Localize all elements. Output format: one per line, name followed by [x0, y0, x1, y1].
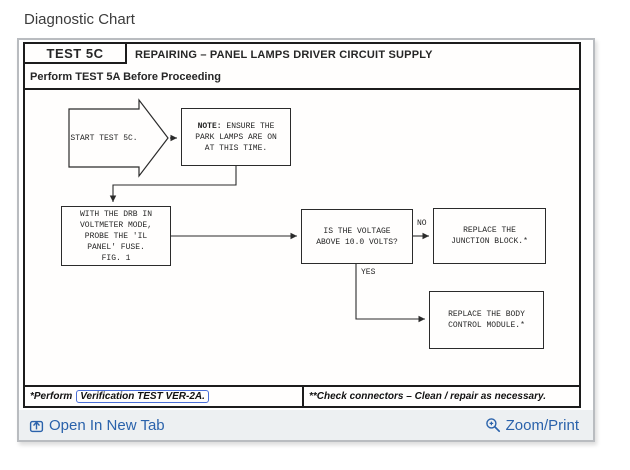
node-start: START TEST 5C. [70, 133, 138, 143]
open-in-new-tab-icon [29, 420, 44, 432]
start-arrow-shape [68, 98, 169, 178]
diagnostic-chart-panel: TEST 5C REPAIRING – PANEL LAMPS DRIVER C… [17, 38, 595, 442]
node-replace-body-control-module: REPLACE THE BODY CONTROL MODULE.* [429, 291, 544, 349]
zoom-magnifier-icon [485, 418, 500, 433]
chart-title: REPAIRING – PANEL LAMPS DRIVER CIRCUIT S… [135, 49, 433, 61]
node-note: NOTE: ENSURE THE PARK LAMPS ARE ON AT TH… [181, 108, 291, 166]
footer-divider [25, 385, 579, 387]
zoom-print-label: Zoom/Print [505, 416, 579, 434]
page-title: Diagnostic Chart [24, 11, 135, 28]
branch-label-yes: YES [360, 268, 377, 277]
node-probe-fuse: WITH THE DRB IN VOLTMETER MODE, PROBE TH… [61, 206, 171, 266]
open-in-new-tab-label: Open In New Tab [49, 416, 165, 434]
footnote-left: *Perform Verification TEST VER-2A. [25, 387, 304, 406]
header-divider [25, 88, 579, 90]
footnote-right: **Check connectors – Clean / repair as n… [309, 391, 546, 402]
footnote-left-prefix: *Perform [30, 391, 73, 402]
open-in-new-tab-link[interactable]: Open In New Tab [29, 417, 165, 434]
flowchart-connectors [68, 98, 429, 323]
test-id-box: TEST 5C [25, 44, 127, 64]
note-label: NOTE: [197, 121, 222, 131]
zoom-print-link[interactable]: Zoom/Print [485, 417, 579, 434]
branch-label-no: NO [416, 219, 428, 228]
node-voltage-question: IS THE VOLTAGE ABOVE 10.0 VOLTS? [301, 209, 413, 264]
node-replace-junction-block: REPLACE THE JUNCTION BLOCK.* [433, 208, 546, 264]
chart-subtitle: Perform TEST 5A Before Proceeding [30, 71, 221, 83]
bottom-toolbar: Open In New Tab Zoom/Print [19, 410, 593, 440]
flowchart-document: TEST 5C REPAIRING – PANEL LAMPS DRIVER C… [23, 42, 581, 408]
highlighted-verification-reference: Verification TEST VER-2A. [76, 390, 209, 403]
